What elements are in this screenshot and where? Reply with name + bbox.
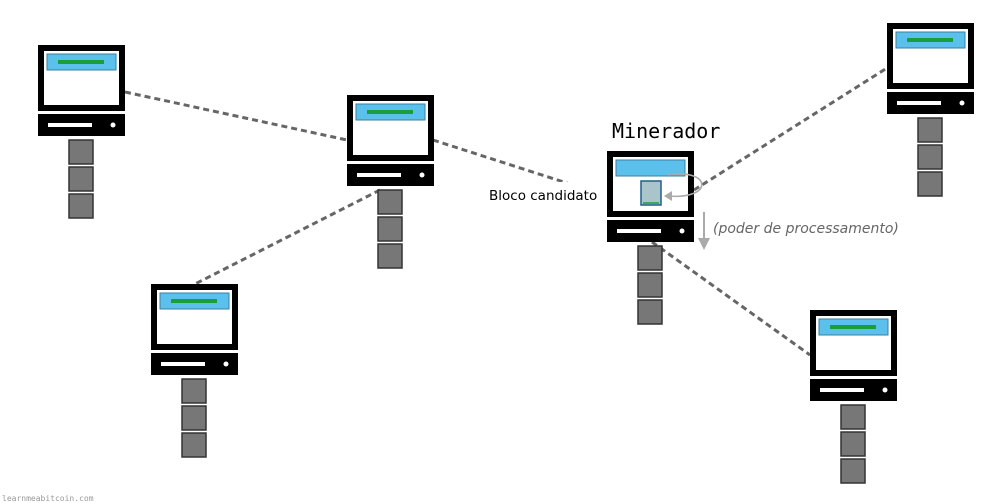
disk-slot: [357, 173, 401, 177]
network-nodes: [38, 23, 974, 484]
processing-power-label: (poder de processamento): [713, 221, 899, 237]
chain-block: [68, 139, 94, 165]
node-bottom-right: [810, 310, 897, 484]
screen-bar: [367, 110, 413, 114]
chain-block: [637, 299, 663, 325]
screen-window: [615, 159, 686, 177]
screen-bar: [830, 325, 876, 329]
node-top-right: [887, 23, 974, 197]
chain-block: [377, 243, 403, 269]
network-link: [124, 90, 348, 142]
candidate-label-bg: [492, 182, 598, 206]
chain-block: [840, 458, 866, 484]
network-link: [693, 66, 888, 192]
chain-block: [377, 189, 403, 215]
node-center: [347, 95, 434, 269]
chain-block: [917, 171, 943, 197]
node-bottom-left: [151, 284, 238, 458]
chain-block: [840, 431, 866, 457]
mining-loop-arrowhead-icon: [664, 191, 672, 201]
chain-block: [917, 144, 943, 170]
screen-bar: [171, 299, 217, 303]
chain-block: [68, 166, 94, 192]
disk-slot: [161, 362, 205, 366]
network-link: [194, 188, 381, 286]
miner-title: Minerador: [612, 119, 720, 143]
power-led-icon: [419, 172, 425, 178]
power-led-icon: [110, 122, 116, 128]
network-links: [124, 66, 888, 357]
disk-slot: [617, 229, 661, 233]
chain-block: [917, 117, 943, 143]
mining-loop-arrow: [667, 173, 703, 198]
power-led-icon: [223, 361, 229, 367]
disk-slot: [897, 101, 941, 105]
node-top-left: [38, 45, 125, 219]
screen-bar: [907, 38, 953, 42]
network-link: [432, 138, 571, 186]
disk-slot: [48, 123, 92, 127]
power-led-icon: [959, 100, 965, 106]
candidate-block-label: Bloco candidato: [489, 188, 597, 204]
screen-bar: [58, 60, 104, 64]
chain-block: [840, 404, 866, 430]
chain-block: [181, 405, 207, 431]
network-link: [651, 240, 811, 357]
chain-block: [377, 216, 403, 242]
candidate-block-icon: [640, 180, 662, 206]
chain-block: [181, 378, 207, 404]
disk-slot: [820, 388, 864, 392]
node-miner: [607, 151, 694, 325]
power-led-icon: [882, 387, 888, 393]
processing-arrowhead-icon: [698, 238, 710, 250]
watermark: learnmeabitcoin.com: [2, 494, 94, 503]
mining-loop: [640, 173, 710, 250]
power-led-icon: [679, 228, 685, 234]
chain-block: [637, 245, 663, 271]
chain-block: [68, 193, 94, 219]
chain-block: [181, 432, 207, 458]
chain-block: [637, 272, 663, 298]
